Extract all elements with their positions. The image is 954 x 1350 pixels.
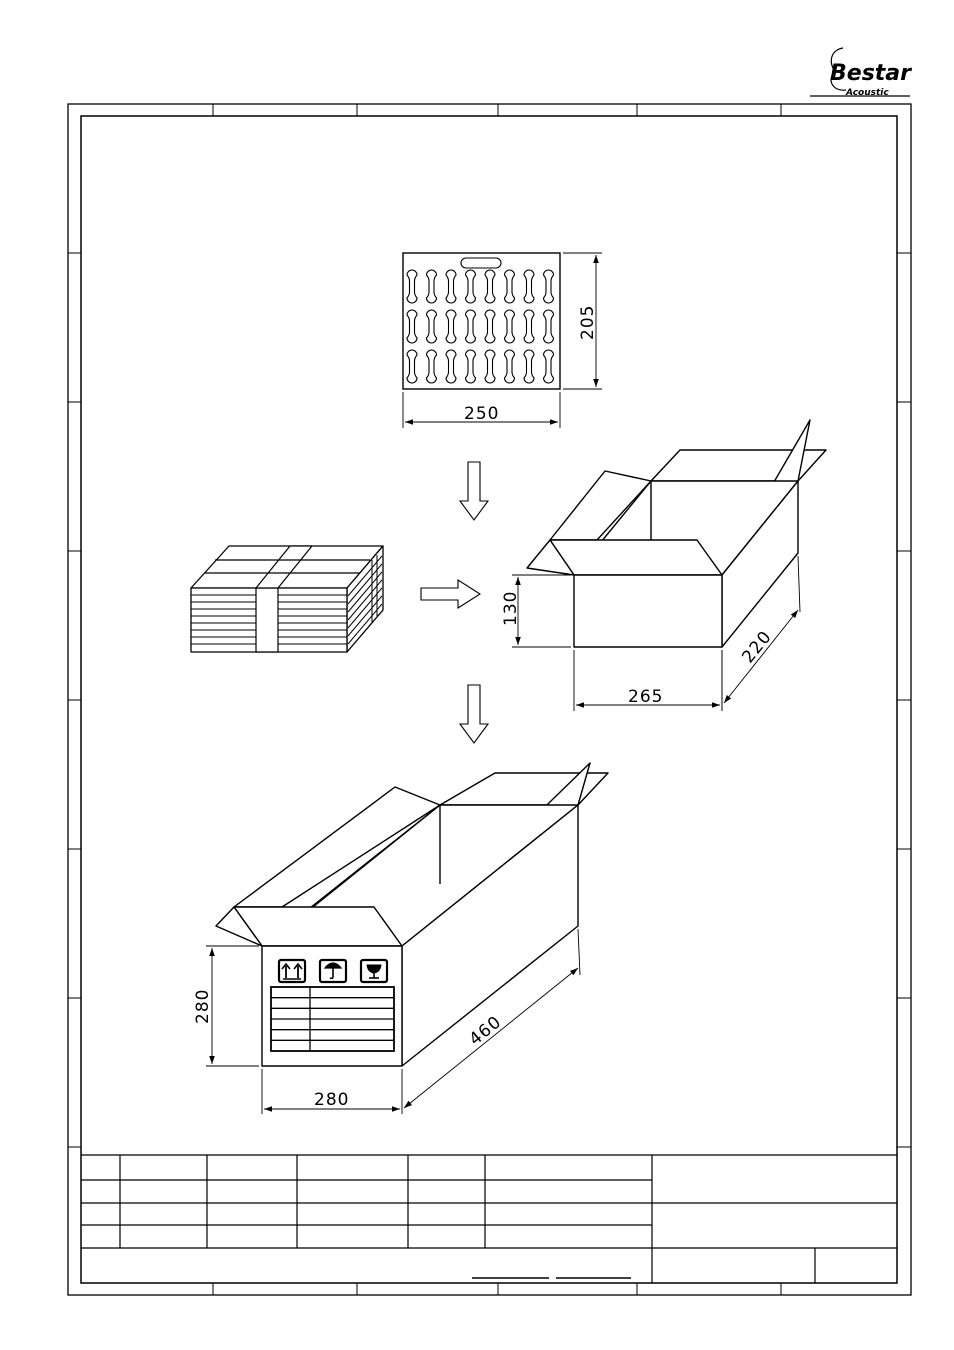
zone-ticks-right <box>897 253 911 1147</box>
inner-border <box>81 116 897 1283</box>
brand-logo: Bestar Acoustic <box>810 48 912 98</box>
flow-arrow-down-1 <box>460 462 488 520</box>
zone-ticks-left <box>68 253 81 1147</box>
outer-box-depth-label: 460 <box>466 1012 506 1050</box>
tray-diagram <box>403 253 560 389</box>
tray-slot <box>544 310 554 343</box>
outer-box-width-label: 280 <box>314 1090 349 1110</box>
outer-box-diagram <box>216 763 608 1066</box>
inner-box-width-label: 265 <box>628 687 663 707</box>
tray-slot <box>466 350 476 383</box>
tray-slot <box>524 270 534 303</box>
drawing-frame <box>68 104 911 1295</box>
tray-slot <box>485 310 495 343</box>
tray-slot <box>427 270 437 303</box>
tray-handle-slot <box>461 258 501 268</box>
tray-stack-diagram <box>191 546 383 652</box>
tray-slot <box>466 310 476 343</box>
tray-slot <box>524 310 534 343</box>
tray-slot <box>407 310 417 343</box>
outer-border <box>68 104 911 1295</box>
tray-slot <box>446 310 456 343</box>
tray-slot <box>427 310 437 343</box>
tray-slot <box>524 350 534 383</box>
outer-box-height-dimension <box>206 946 259 1066</box>
flow-arrow-down-2 <box>460 685 488 743</box>
tray-height-label: 205 <box>578 305 598 340</box>
tray-slot <box>485 350 495 383</box>
tray-slot <box>427 350 437 383</box>
tray-slot <box>544 350 554 383</box>
tray-width-label: 250 <box>464 404 499 424</box>
tray-slot <box>505 270 515 303</box>
inner-box-diagram <box>527 420 826 647</box>
tray-slot <box>446 350 456 383</box>
outer-box-front-flap <box>234 907 402 946</box>
inner-box-front-face <box>574 575 722 647</box>
tray-slot <box>505 350 515 383</box>
tray-slot <box>446 270 456 303</box>
tray-slot <box>466 270 476 303</box>
tray-slot-grid <box>407 270 554 383</box>
zone-ticks-top <box>213 104 781 116</box>
logo-brand-text: Bestar <box>830 61 912 86</box>
inner-box-height-label: 130 <box>501 591 521 626</box>
zone-ticks-bottom <box>213 1283 781 1295</box>
outer-box-height-label: 280 <box>193 989 213 1024</box>
tray-slot <box>407 350 417 383</box>
flow-arrow-right <box>421 580 480 608</box>
tray-slot <box>407 270 417 303</box>
inner-box-depth-label: 220 <box>738 627 776 667</box>
tray-slot <box>505 310 515 343</box>
tray-slot <box>544 270 554 303</box>
inner-box-front-flap <box>550 540 722 575</box>
tray-slot <box>485 270 495 303</box>
title-block <box>81 1155 897 1283</box>
